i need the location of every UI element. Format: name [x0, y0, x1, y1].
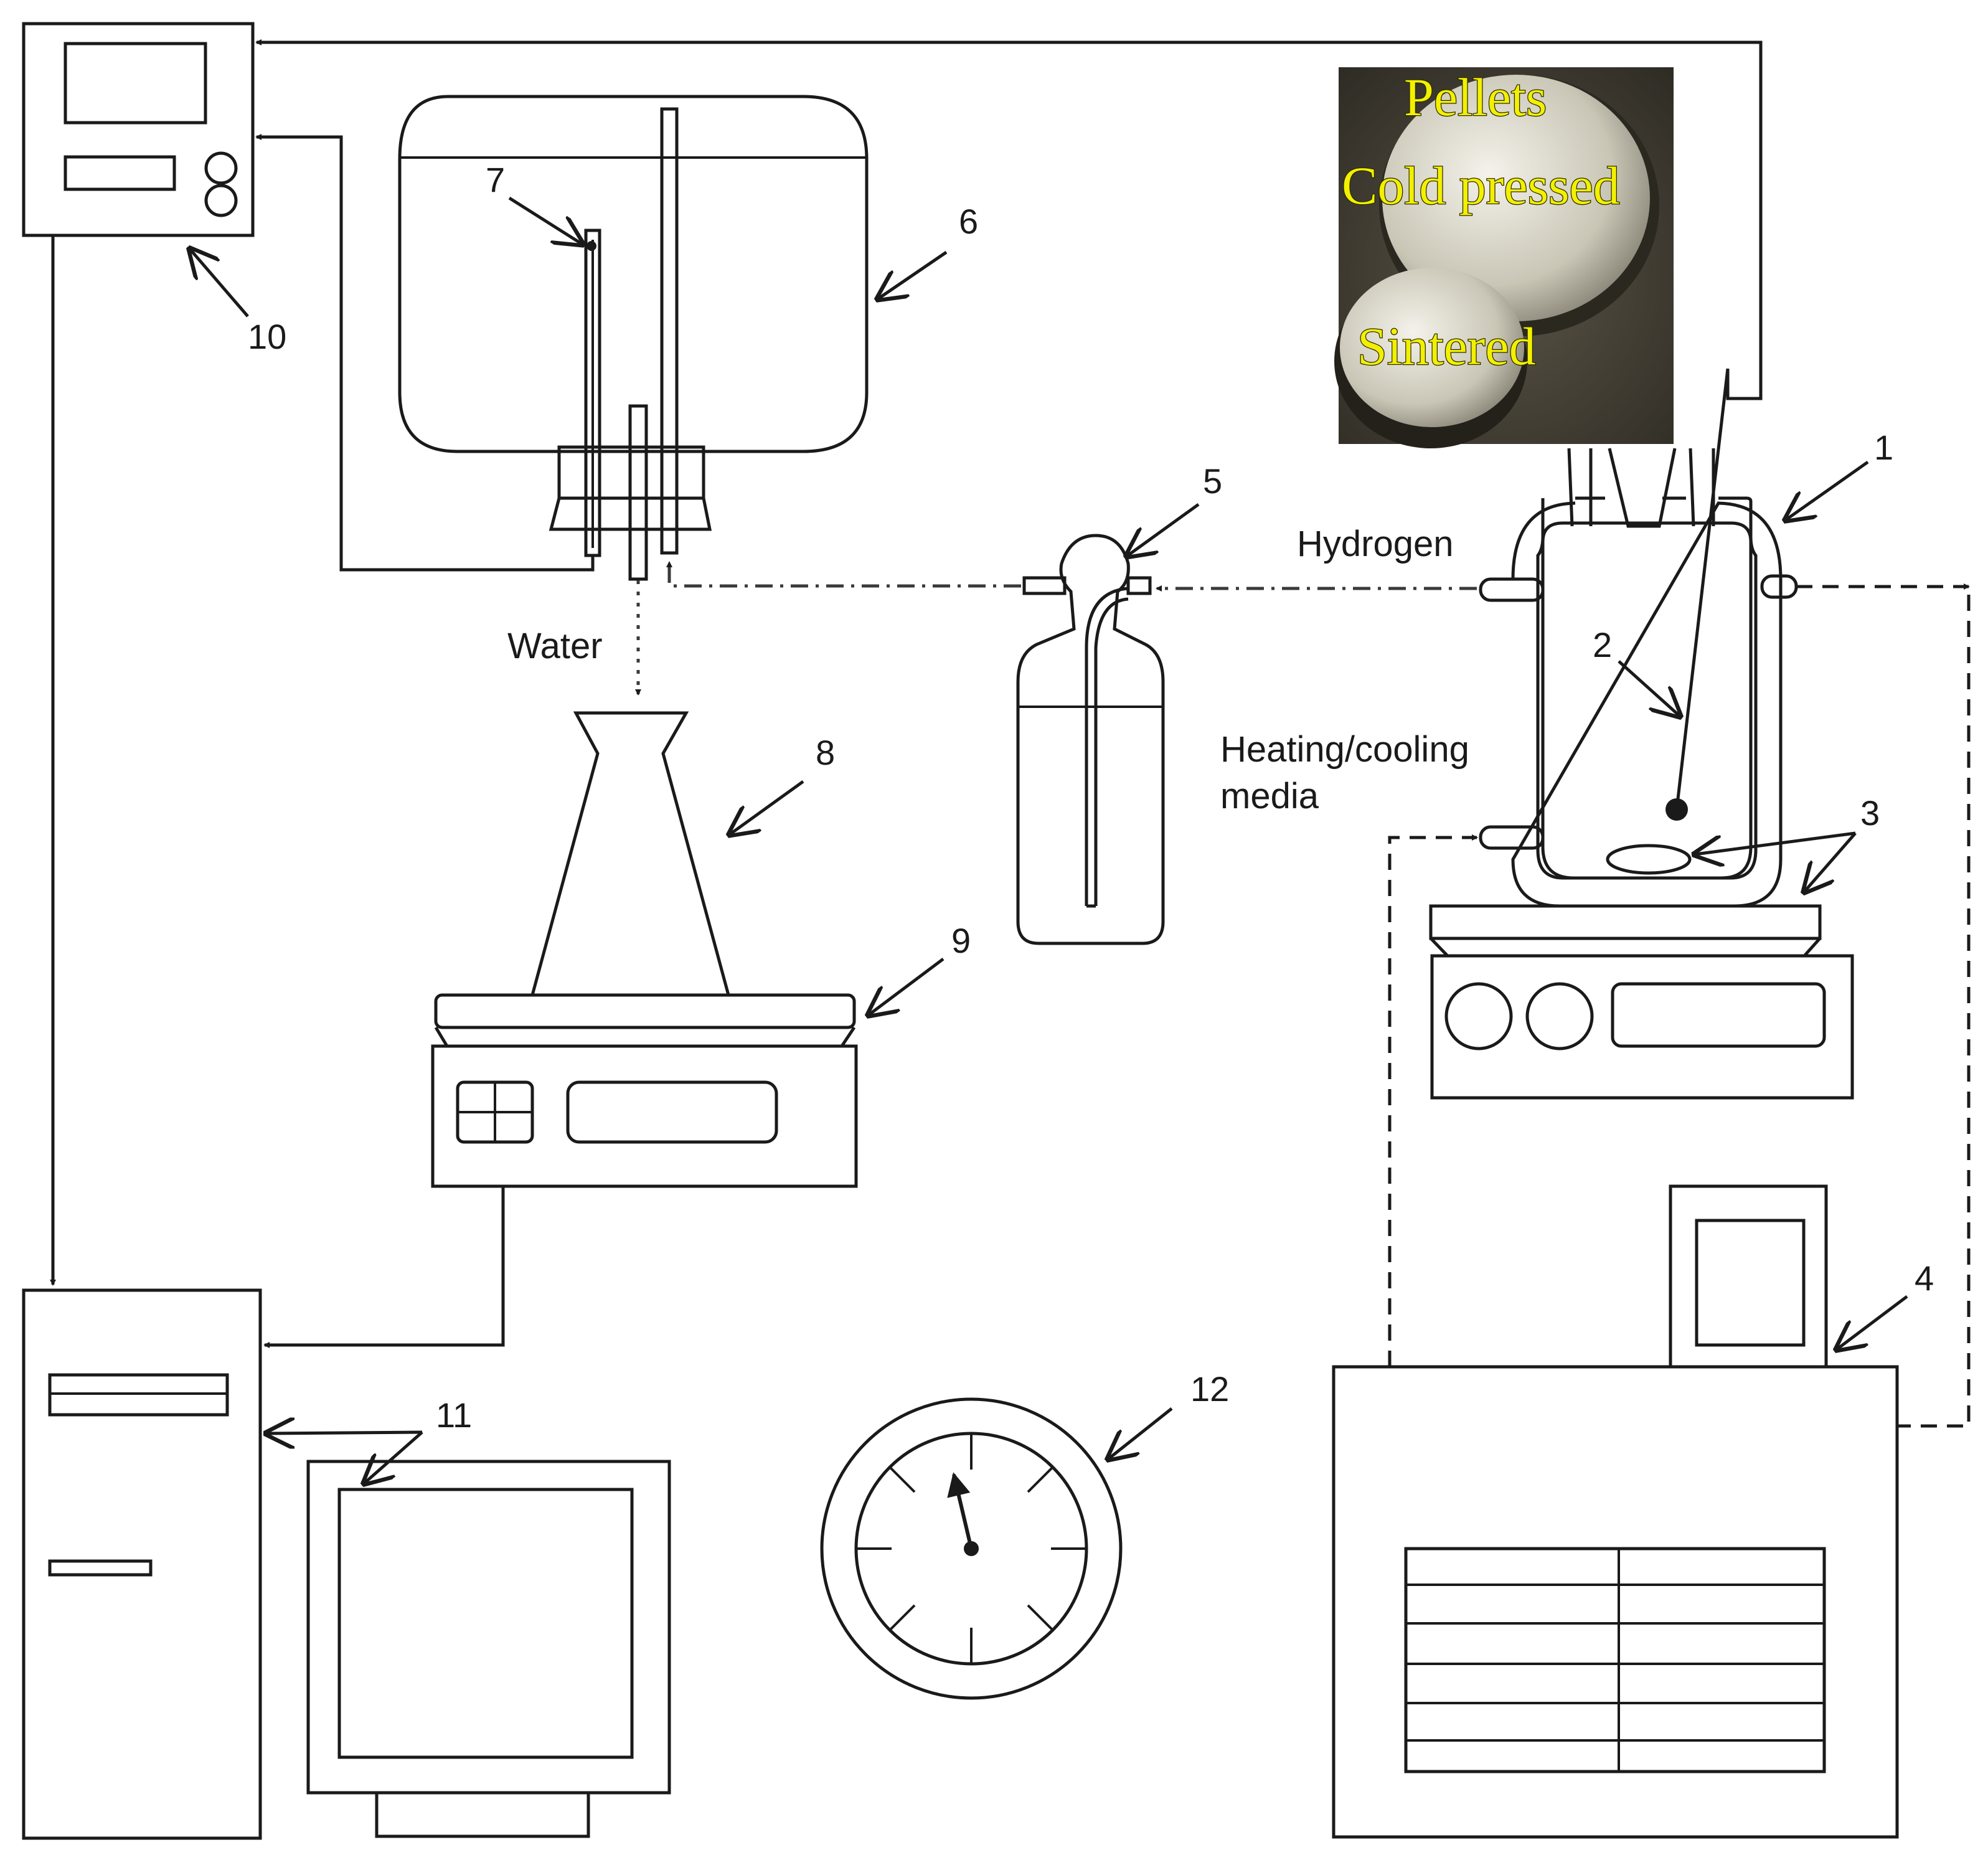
monitor-11 [306, 1460, 671, 1838]
heating-cooling-label-line2: media [1220, 776, 1319, 816]
digital-balance-9 [431, 993, 858, 1188]
hydrogen-label: Hydrogen [1297, 524, 1453, 564]
thermostatic-bath-4 [1332, 1184, 1899, 1839]
pellet-photo-inset: Pellets Cold pressed Sintered [1334, 67, 1674, 448]
heating-cooling-label-line1: Heating/cooling [1220, 729, 1469, 770]
timer-clock-12 [820, 1397, 1123, 1700]
word-annotations: Hydrogen Water Heating/cooling media [507, 524, 1469, 816]
label-10: 10 [248, 317, 286, 356]
photo-label-pellets: Pellets [1404, 67, 1547, 127]
photo-label-cold-pressed: Cold pressed [1342, 156, 1620, 215]
label-4: 4 [1915, 1258, 1934, 1298]
magnetic-stirrer-3 [1429, 904, 1854, 1100]
gas-bubbler-5 [1016, 534, 1165, 945]
connection-lines [50, 39, 1971, 1428]
label-3: 3 [1860, 793, 1880, 833]
photo-label-sintered: Sintered [1357, 316, 1536, 376]
collection-flask-8 [530, 711, 731, 997]
label-8: 8 [816, 733, 835, 772]
label-7: 7 [486, 160, 505, 199]
number-labels: 1 2 3 4 5 6 7 8 9 10 11 12 [248, 160, 1934, 1435]
label-6: 6 [959, 202, 978, 241]
label-9: 9 [951, 921, 971, 960]
label-11: 11 [436, 1395, 472, 1435]
pc-tower-11 [22, 1288, 262, 1840]
pointer-arrows [190, 196, 1908, 1483]
label-5: 5 [1203, 461, 1222, 501]
jacketed-reactor-1 [1479, 368, 1798, 908]
water-label: Water [507, 626, 603, 666]
data-logger-10 [22, 22, 255, 237]
label-2: 2 [1593, 625, 1612, 664]
label-1: 1 [1874, 428, 1893, 467]
label-12: 12 [1190, 1369, 1229, 1409]
water-tank-6 [398, 95, 869, 581]
